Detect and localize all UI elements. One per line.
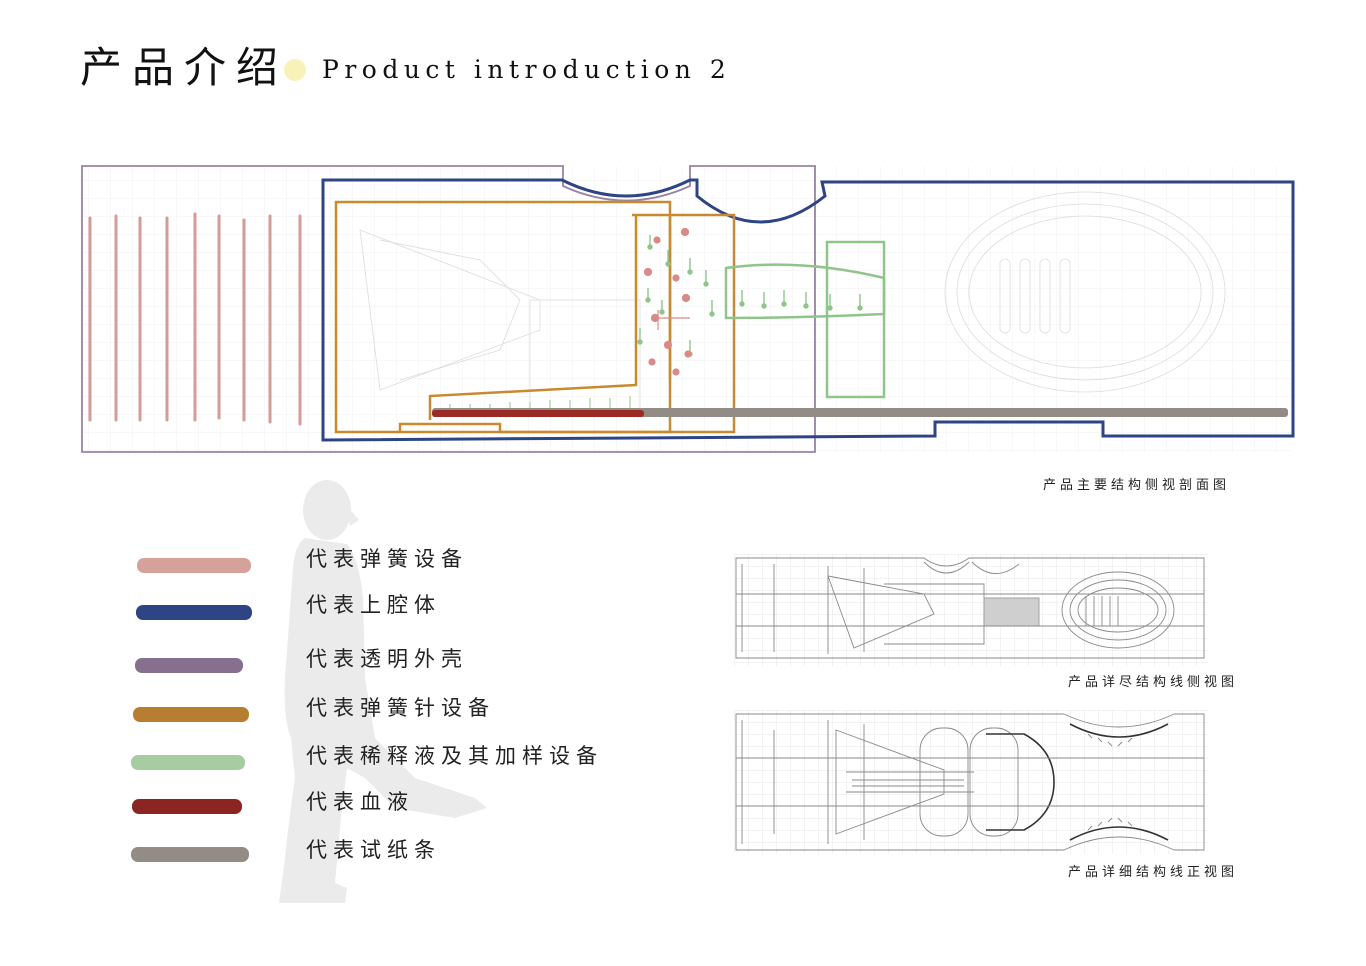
legend-label: 代表透明外壳 — [306, 647, 468, 671]
detail-front-view — [734, 710, 1208, 854]
legend-label: 代表血液 — [306, 790, 414, 814]
page-title-en: Product introduction 2 — [322, 55, 732, 84]
legend-item-diluent: 代表稀释液及其加样设备 — [128, 741, 628, 781]
legend-item-pin: 代表弹簧针设备 — [128, 693, 628, 733]
title-dot-icon — [284, 59, 306, 81]
diluent-device — [724, 240, 886, 399]
legend-item-spring: 代表弹簧设备 — [128, 544, 628, 584]
legend-swatch — [135, 658, 243, 673]
legend-swatch — [133, 707, 249, 722]
spring-bars — [88, 212, 302, 426]
legend-swatch — [132, 799, 242, 814]
upper-cavity-outline — [321, 178, 1295, 442]
legend-label: 代表弹簧针设备 — [306, 696, 495, 720]
legend-item-upper-cavity: 代表上腔体 — [128, 590, 628, 630]
legend-label: 代表上腔体 — [306, 593, 441, 617]
transparent-shell-outline — [81, 165, 816, 453]
legend-item-shell: 代表透明外壳 — [128, 644, 628, 684]
caption-side-section: 产品主要结构侧视剖面图 — [1043, 478, 1231, 493]
caption-detail-side: 产品详尽结构线侧视图 — [1068, 675, 1239, 690]
blood-layer — [432, 410, 644, 417]
legend-label: 代表弹簧设备 — [306, 547, 468, 571]
wireframe-background — [82, 166, 1292, 452]
legend-item-strip: 代表试纸条 — [128, 835, 628, 875]
legend-swatch — [137, 558, 251, 573]
test-strip — [432, 408, 1288, 417]
legend-item-blood: 代表血液 — [128, 787, 628, 827]
legend-label: 代表稀释液及其加样设备 — [306, 744, 603, 768]
person-silhouette — [279, 480, 487, 903]
diluent-droplets — [637, 235, 863, 357]
legend-swatch — [131, 847, 249, 862]
legend-swatch — [136, 605, 252, 620]
faint-structure — [359, 191, 1226, 411]
spring-pin-device — [334, 200, 736, 434]
page-title-zh: 产品介绍 — [80, 43, 289, 92]
detail-side-view — [734, 554, 1208, 666]
caption-detail-front: 产品详细结构线正视图 — [1068, 865, 1239, 880]
blood-droplets — [643, 227, 692, 376]
legend-swatch — [131, 755, 245, 770]
legend-label: 代表试纸条 — [306, 838, 441, 862]
